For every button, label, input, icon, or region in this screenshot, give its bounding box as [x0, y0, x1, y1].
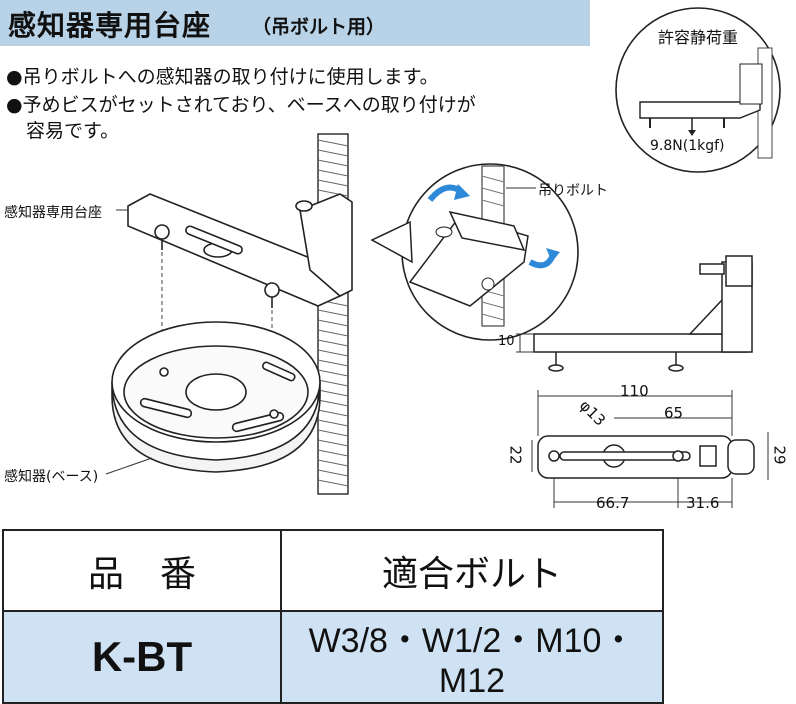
col-bolt-header: 適合ボルト — [280, 529, 664, 612]
detector-base — [111, 321, 321, 473]
spec-table: 品 番 適合ボルト K-BT W3/8・W1/2・M10・M12 — [2, 529, 664, 704]
plan-view-bracket — [537, 435, 755, 479]
dim-hole-pos: 65 — [664, 404, 684, 422]
dim-height: 10 — [498, 334, 515, 349]
hanging-bolt-main — [317, 133, 349, 495]
dim-length: 110 — [620, 382, 649, 400]
dim-width-outer: 29 — [770, 445, 789, 465]
page-subtitle: （吊ボルト用） — [252, 16, 386, 38]
feature-2: ●予めビスがセットされており、ベースへの取り付けが — [6, 94, 476, 116]
load-inset — [615, 7, 781, 173]
mount-bracket-main — [127, 193, 353, 308]
feature-3: 容易です。 — [26, 120, 120, 142]
load-title: 許容静荷重 — [658, 28, 739, 47]
label-hanging-bolt: 吊りボルト — [538, 183, 608, 199]
detail-view — [370, 163, 579, 341]
title-bar — [0, 0, 590, 46]
product-illustration — [105, 7, 781, 508]
label-base-mount: 感知器専用台座 — [4, 205, 102, 221]
dim-pitch-a: 66.7 — [596, 494, 630, 512]
page-title: 感知器専用台座 — [8, 9, 212, 42]
dim-width-inner: 22 — [506, 445, 525, 465]
side-view-bracket — [533, 255, 753, 372]
model-number: K-BT — [2, 610, 282, 704]
col-model-header: 品 番 — [2, 529, 282, 612]
compatible-bolts: W3/8・W1/2・M10・M12 — [280, 610, 664, 704]
label-detector-base: 感知器(ベース) — [4, 469, 99, 485]
dim-pitch-b: 31.6 — [686, 494, 720, 512]
feature-1: ●吊りボルトへの感知器の取り付けに使用します。 — [6, 66, 439, 88]
load-value: 9.8N(1kgf) — [650, 138, 725, 154]
